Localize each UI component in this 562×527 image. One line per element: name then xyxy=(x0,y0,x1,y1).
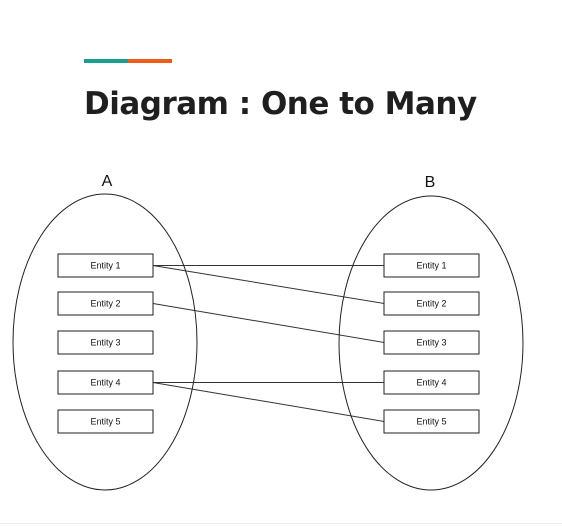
set-a-entity-box xyxy=(57,370,154,395)
bottom-divider xyxy=(0,523,562,524)
set-b-entity-label: Entity 1 xyxy=(416,261,446,271)
set-a-entity-box xyxy=(57,330,154,355)
set-b-entity-label: Entity 5 xyxy=(416,417,446,427)
set-a-label: A xyxy=(102,173,113,190)
set-a-entity-label: Entity 4 xyxy=(90,378,120,388)
set-b-entity-box xyxy=(383,370,480,395)
set-b-ellipse xyxy=(338,195,524,491)
set-a-entity-3: Entity 3 xyxy=(57,330,154,355)
set-b-label: B xyxy=(425,174,436,191)
set-a-ellipse xyxy=(12,193,198,491)
slide-title: Diagram : One to Many xyxy=(84,86,477,122)
mapping-line-5 xyxy=(152,382,385,422)
mapping-lines xyxy=(152,265,385,422)
set-a-entity-box xyxy=(57,291,154,316)
set-a-entity-box xyxy=(57,409,154,434)
set-a-entity-2: Entity 2 xyxy=(57,291,154,316)
set-a-entity-label: Entity 2 xyxy=(90,299,120,309)
mapping-line-3 xyxy=(152,303,385,343)
set-a-entities: Entity 1 Entity 2 Entity 3 Entity 4 Entity 5 xyxy=(57,253,154,434)
set-b-entity-box xyxy=(383,330,480,355)
set-b-entity-label: Entity 4 xyxy=(416,378,446,388)
set-b-entity-4: Entity 4 xyxy=(383,370,480,395)
set-b-entity-box xyxy=(383,291,480,316)
set-b-entity-label: Entity 3 xyxy=(416,338,446,348)
set-a-entity-5: Entity 5 xyxy=(57,409,154,434)
set-a-entity-label: Entity 3 xyxy=(90,338,120,348)
set-a-entity-label: Entity 5 xyxy=(90,417,120,427)
set-a-entity-box xyxy=(57,253,154,278)
set-b-entity-1: Entity 1 xyxy=(383,253,480,278)
set-a-entity-label: Entity 1 xyxy=(90,261,120,271)
set-b-entity-2: Entity 2 xyxy=(383,291,480,316)
set-b-entity-5: Entity 5 xyxy=(383,409,480,434)
set-a-entity-1: Entity 1 xyxy=(57,253,154,278)
set-b-entity-label: Entity 2 xyxy=(416,299,446,309)
title-accent-teal xyxy=(84,59,128,63)
title-accent-orange xyxy=(128,59,172,63)
set-b-entity-box xyxy=(383,409,480,434)
mapping-line-2 xyxy=(152,265,385,304)
set-b-entities: Entity 1 Entity 2 Entity 3 Entity 4 Entity 5 xyxy=(383,253,480,434)
set-b-entity-box xyxy=(383,253,480,278)
set-a-entity-4: Entity 4 xyxy=(57,370,154,395)
set-b-entity-3: Entity 3 xyxy=(383,330,480,355)
